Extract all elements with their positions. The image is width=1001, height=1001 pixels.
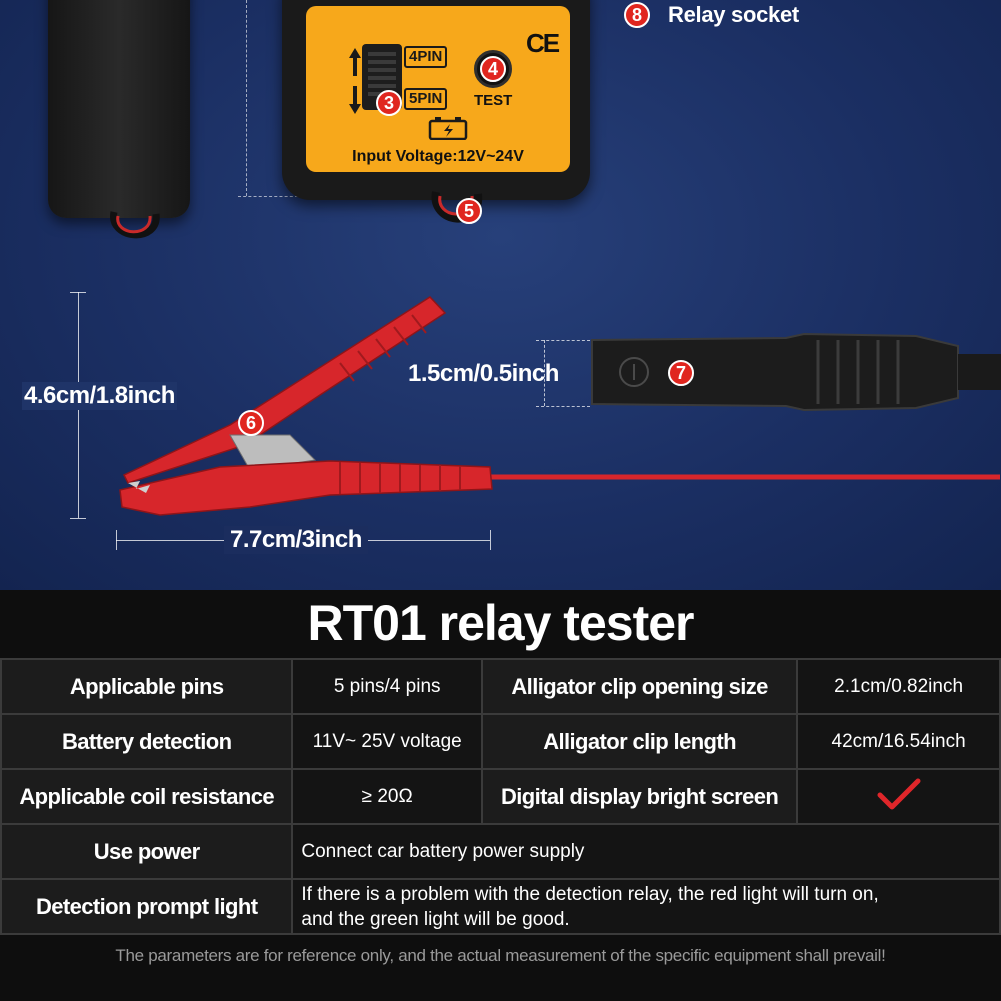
test-label: TEST bbox=[474, 92, 513, 109]
badge-7: 7 bbox=[668, 360, 694, 386]
spec-label: Alligator clip opening size bbox=[480, 658, 799, 715]
clip-height-label: 4.6cm/1.8inch bbox=[22, 382, 177, 410]
relay-socket-label: Relay socket bbox=[668, 2, 799, 27]
spec-table: Applicable pins 5 pins/4 pins Alligator … bbox=[0, 658, 1001, 935]
badge-3: 3 bbox=[376, 90, 402, 116]
spec-value: 42cm/16.54inch bbox=[796, 713, 1001, 770]
pin4-label: 4PIN bbox=[404, 46, 448, 68]
clip-height-tick-top bbox=[70, 292, 86, 293]
spec-value: ≥ 20Ω bbox=[291, 768, 483, 825]
spec-label: Use power bbox=[0, 823, 294, 880]
checkmark-icon bbox=[877, 778, 921, 809]
probe-illustration bbox=[591, 332, 1001, 412]
spec-value: Connect car battery power supply bbox=[291, 823, 1001, 880]
battery-icon bbox=[428, 117, 468, 140]
probe-height-tick-bottom bbox=[536, 406, 590, 407]
spec-value: 5 pins/4 pins bbox=[291, 658, 483, 715]
spec-section: RT01 relay tester Applicable pins 5 pins… bbox=[0, 590, 1001, 1001]
spec-value-line: If there is a problem with the detection… bbox=[301, 883, 879, 905]
table-row: Battery detection 11V~ 25V voltage Allig… bbox=[0, 713, 1001, 770]
probe-height-tick-top bbox=[536, 340, 590, 341]
spec-value: 2.1cm/0.82inch bbox=[796, 658, 1001, 715]
spec-label: Battery detection bbox=[0, 713, 294, 770]
spec-title: RT01 relay tester bbox=[307, 595, 694, 651]
spec-label: Applicable pins bbox=[0, 658, 294, 715]
pin-arrows-icon bbox=[349, 48, 361, 114]
tester-bottom-dim-line bbox=[238, 196, 298, 197]
footnote: The parameters are for reference only, a… bbox=[115, 946, 886, 965]
spec-label: Detection prompt light bbox=[0, 878, 294, 935]
clip-length-tick-right bbox=[490, 530, 491, 550]
table-row: Applicable pins 5 pins/4 pins Alligator … bbox=[0, 658, 1001, 715]
clip-height-tick-bottom bbox=[70, 518, 86, 519]
pin5-label: 5PIN bbox=[404, 88, 448, 110]
spec-label: Digital display bright screen bbox=[480, 768, 799, 825]
left-device-body bbox=[48, 0, 190, 218]
badge-6: 6 bbox=[238, 410, 264, 436]
clip-length-label: 7.7cm/3inch bbox=[224, 526, 368, 554]
input-voltage-label: Input Voltage:12V~24V bbox=[352, 148, 524, 165]
spec-label: Alligator clip length bbox=[480, 713, 799, 770]
badge-5: 5 bbox=[456, 198, 482, 224]
product-illustration: 4PIN 5PIN TEST CE Input Voltage:12V~24V … bbox=[0, 0, 1001, 590]
table-row: Detection prompt light If there is a pro… bbox=[0, 878, 1001, 935]
probe-height-dim-line bbox=[544, 340, 545, 406]
clip-length-tick-left bbox=[116, 530, 117, 550]
tester-height-dim-line bbox=[246, 0, 247, 196]
ce-mark: CE bbox=[526, 28, 560, 58]
alligator-clip-illustration bbox=[119, 296, 1000, 516]
table-row: Use power Connect car battery power supp… bbox=[0, 823, 1001, 880]
spec-value-multiline: If there is a problem with the detection… bbox=[291, 878, 1001, 935]
badge-8: 8 bbox=[624, 2, 650, 28]
spec-value: 11V~ 25V voltage bbox=[291, 713, 483, 770]
probe-height-label: 1.5cm/0.5inch bbox=[408, 360, 559, 387]
spec-value-check bbox=[796, 768, 1001, 825]
spec-label: Applicable coil resistance bbox=[0, 768, 294, 825]
spec-value-line: and the green light will be good. bbox=[301, 908, 570, 930]
badge-4: 4 bbox=[480, 56, 506, 82]
left-device-cable-icon bbox=[110, 211, 160, 239]
table-row: Applicable coil resistance ≥ 20Ω Digital… bbox=[0, 768, 1001, 825]
